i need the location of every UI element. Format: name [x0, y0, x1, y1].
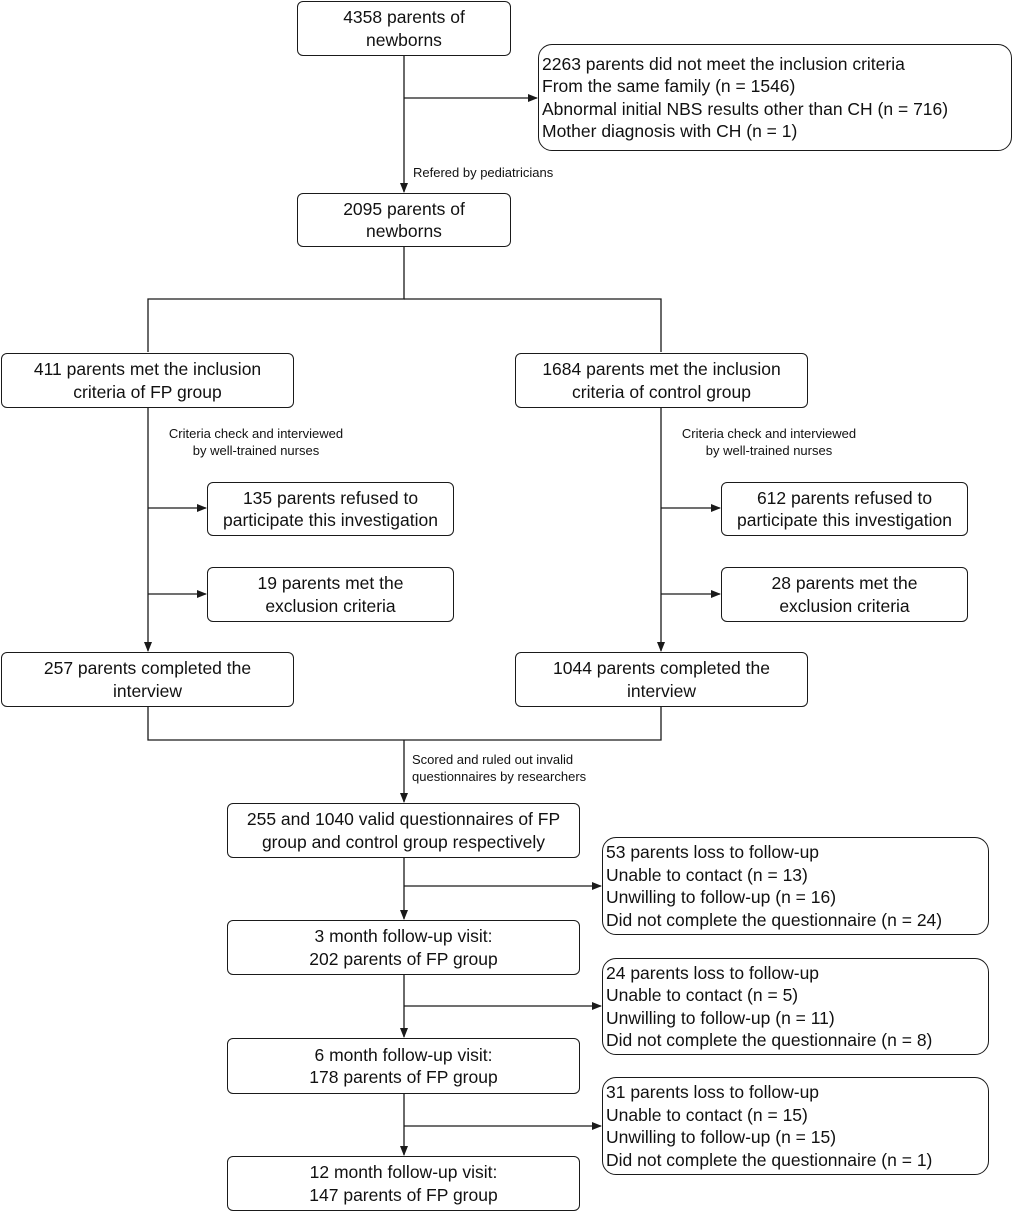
node-text: Unable to contact (n = 13) [606, 864, 808, 885]
node-text: 202 parents of FP group [309, 948, 498, 969]
note-text: by well-trained nurses [192, 443, 320, 458]
node-text: Abnormal initial NBS results other than … [542, 98, 949, 119]
node-text: Unwilling to follow-up (n = 15) [606, 1127, 837, 1147]
merge-connector [147, 707, 662, 741]
node-text: 135 parents refused to [242, 487, 419, 508]
node-text: 612 parents refused to [756, 487, 933, 508]
node-text: Did not complete the questionnaire (n = … [606, 1149, 933, 1170]
node-text: interview [112, 680, 183, 701]
note-text: Criteria check and interviewed [681, 426, 857, 441]
node-text: 257 parents completed the [43, 658, 252, 678]
node-fp-refused: 135 parents refused to participate this … [207, 482, 454, 536]
node-text: 12 month follow-up visit: [309, 1162, 498, 1182]
node-text: 2263 parents did not meet the inclusion … [542, 53, 905, 74]
node-text: Did not complete the questionnaire (n = … [606, 909, 943, 930]
node-text: exclusion criteria [779, 595, 910, 616]
node-text: Unable to contact (n = 5) [606, 985, 799, 1005]
node-text: 147 parents of FP group [309, 1184, 498, 1205]
node-visit-6m: 6 month follow-up visit: 178 parents of … [227, 1038, 580, 1094]
note-text: questionnaires by researchers [412, 769, 587, 784]
node-text: 1684 parents met the inclusion [542, 359, 781, 379]
note-text: Criteria check and interviewed [168, 426, 344, 441]
note-control-check: Criteria check and interviewed by well-t… [661, 425, 877, 459]
node-text: 31 parents loss to follow-up [606, 1082, 820, 1102]
node-text: Unwilling to follow-up (n = 11) [606, 1007, 835, 1028]
node-control-inclusion: 1684 parents met the inclusion criteria … [515, 353, 808, 408]
node-visit-3m: 3 month follow-up visit: 202 parents of … [227, 920, 580, 975]
node-visit-12m: 12 month follow-up visit: 147 parents of… [227, 1156, 580, 1211]
node-text: group and control group respectively [261, 831, 546, 852]
node-loss-3m: 53 parents loss to follow-up Unable to c… [602, 837, 989, 935]
node-text: newborns [366, 29, 442, 50]
node-text: 1044 parents completed the [553, 658, 770, 678]
node-text: 255 and 1040 valid questionnaires of FP [246, 809, 561, 829]
node-text: 24 parents loss to follow-up [606, 962, 820, 983]
note-text: Refered by pediatricians [413, 165, 554, 180]
node-control-refused: 612 parents refused to participate this … [721, 482, 968, 536]
node-text: criteria of FP group [73, 381, 222, 402]
node-text: criteria of control group [572, 381, 751, 402]
node-text: Unable to contact (n = 15) [606, 1104, 808, 1125]
node-valid: 255 and 1040 valid questionnaires of FP … [227, 803, 580, 858]
node-text: 28 parents met the [771, 573, 918, 593]
node-text: 2095 parents of [343, 198, 465, 219]
node-loss-6m: 24 parents loss to follow-up Unable to c… [602, 958, 989, 1055]
node-text: From the same family (n = 1546) [542, 76, 796, 96]
node-referred: 2095 parents of newborns [297, 193, 511, 247]
node-text: 3 month follow-up visit: [314, 926, 493, 946]
node-text: participate this investigation [737, 510, 952, 530]
note-referred: Refered by pediatricians [413, 164, 553, 181]
node-text: newborns [366, 221, 442, 241]
node-text: 53 parents loss to follow-up [606, 842, 820, 862]
node-text: Mother diagnosis with CH (n = 1) [542, 121, 798, 141]
node-fp-excluded: 19 parents met the exclusion criteria [207, 567, 454, 622]
node-control-excluded: 28 parents met the exclusion criteria [721, 567, 968, 622]
note-fp-check: Criteria check and interviewed by well-t… [148, 425, 364, 459]
split-connector-right [404, 298, 662, 352]
node-text: 178 parents of FP group [309, 1067, 498, 1087]
node-text: interview [626, 680, 697, 701]
note-scored: Scored and ruled out invalid questionnai… [412, 751, 586, 785]
node-control-completed: 1044 parents completed the interview [515, 652, 808, 707]
node-text: 6 month follow-up visit: [314, 1044, 493, 1065]
node-text: exclusion criteria [265, 595, 396, 616]
note-text: Scored and ruled out invalid [412, 752, 574, 767]
node-excluded-initial: 2263 parents did not meet the inclusion … [538, 44, 1012, 151]
node-fp-inclusion: 411 parents met the inclusion criteria o… [1, 353, 294, 408]
node-text: participate this investigation [223, 510, 438, 530]
node-start: 4358 parents of newborns [297, 1, 511, 56]
note-text: by well-trained nurses [705, 443, 833, 458]
node-text: 4358 parents of [343, 7, 465, 27]
node-text: Unwilling to follow-up (n = 16) [606, 887, 837, 907]
node-text: 19 parents met the [257, 573, 404, 593]
node-text: Did not complete the questionnaire (n = … [606, 1030, 933, 1050]
node-text: 411 parents met the inclusion [33, 359, 262, 379]
split-connector [147, 247, 405, 352]
node-fp-completed: 257 parents completed the interview [1, 652, 294, 707]
node-loss-12m: 31 parents loss to follow-up Unable to c… [602, 1077, 989, 1175]
